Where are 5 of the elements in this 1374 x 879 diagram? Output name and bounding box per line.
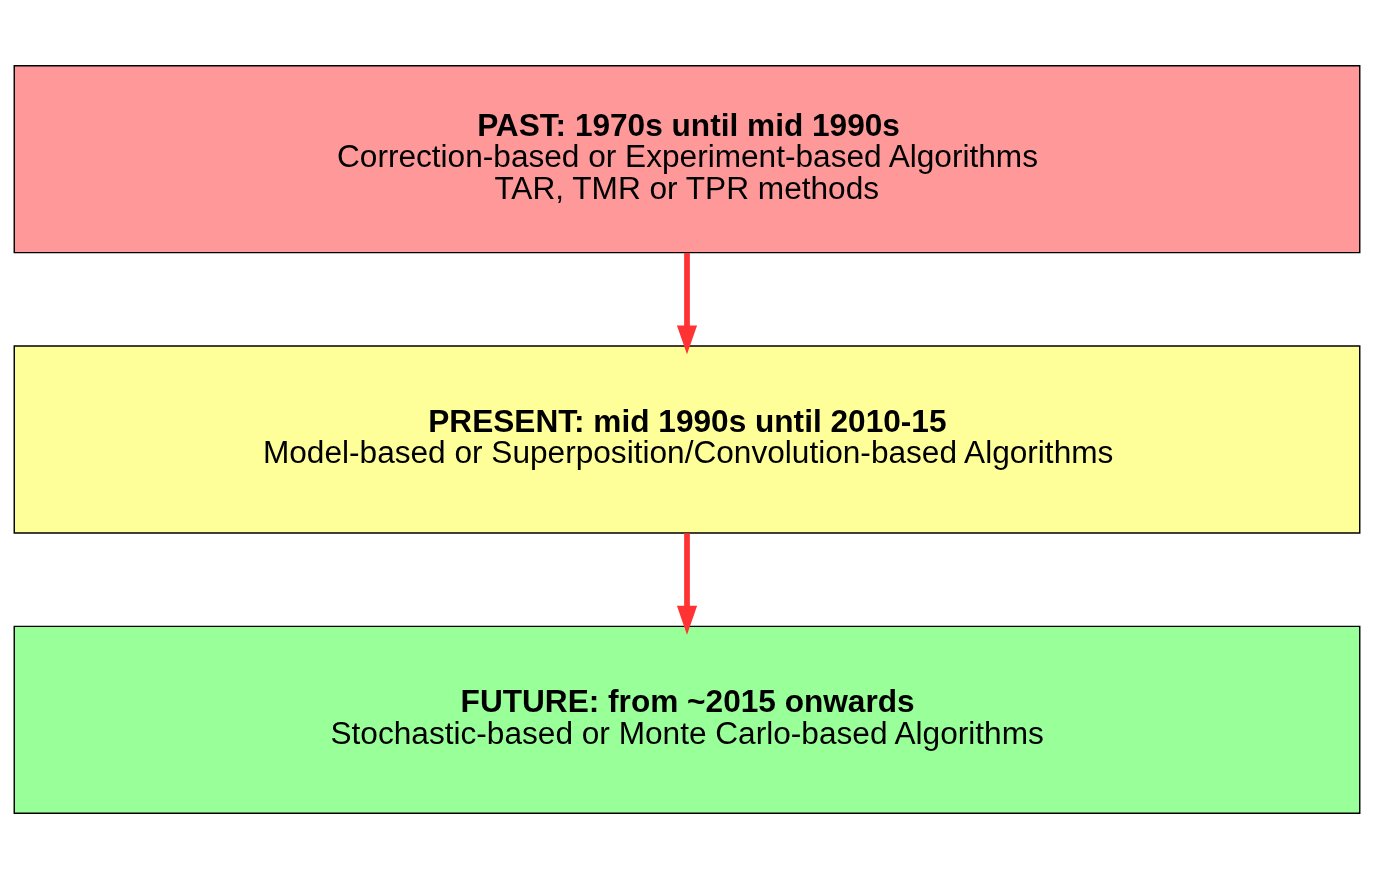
node-box: PRESENT: mid 1990s until 2010-15 Model-based or Superposition/Convolution-based Algorithms — [13, 345, 1361, 534]
node-box: PAST: 1970s until mid 1990s Correction-based or Experiment-based Algorithms TAR, TMR or TPR methods — [13, 65, 1361, 254]
arrow — [676, 253, 698, 355]
arrow — [676, 533, 698, 635]
node-box: FUTURE: from ~2015 onwards Stochastic-based or Monte Carlo-based Algorithms — [13, 625, 1361, 814]
